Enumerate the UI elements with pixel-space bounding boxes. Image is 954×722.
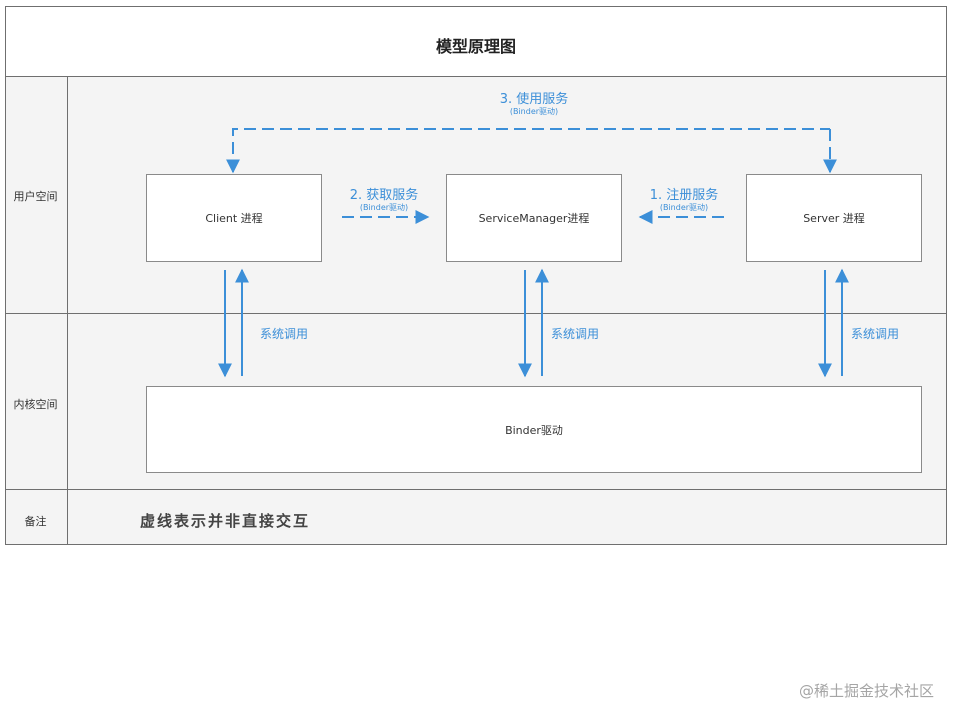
binder-driver-box: Binder驱动 <box>146 386 922 473</box>
register-service-sublabel: (Binder驱动) <box>659 203 709 212</box>
use-service-sublabel: (Binder驱动) <box>509 107 559 116</box>
notes-row <box>6 490 946 544</box>
notes-label: 备注 <box>24 515 47 528</box>
service-manager-process-label: ServiceManager进程 <box>478 212 590 225</box>
server-process-label: Server 进程 <box>803 212 865 225</box>
client-process-box: Client 进程 <box>146 174 322 262</box>
client-process-label: Client 进程 <box>205 212 263 225</box>
service-manager-process-box: ServiceManager进程 <box>446 174 622 262</box>
use-service-label: 3. 使用服务 <box>499 92 569 107</box>
user-space-label: 用户空间 <box>13 190 58 203</box>
get-service-label: 2. 获取服务 <box>349 188 419 203</box>
register-service-label: 1. 注册服务 <box>649 188 719 203</box>
get-service-sublabel: (Binder驱动) <box>359 203 409 212</box>
client-syscall-label: 系统调用 <box>260 327 309 341</box>
label-column-divider <box>67 77 68 544</box>
note-text: 虚线表示并非直接交互 <box>140 512 311 530</box>
service-manager-syscall-label: 系统调用 <box>551 327 600 341</box>
watermark: @稀土掘金技术社区 <box>798 682 934 700</box>
binder-driver-label: Binder驱动 <box>505 423 563 437</box>
kernel-space-label: 内核空间 <box>13 398 58 411</box>
server-syscall-label: 系统调用 <box>851 327 900 341</box>
server-process-box: Server 进程 <box>746 174 922 262</box>
title-row: 模型原理图 <box>6 7 946 77</box>
diagram-title: 模型原理图 <box>435 37 516 56</box>
